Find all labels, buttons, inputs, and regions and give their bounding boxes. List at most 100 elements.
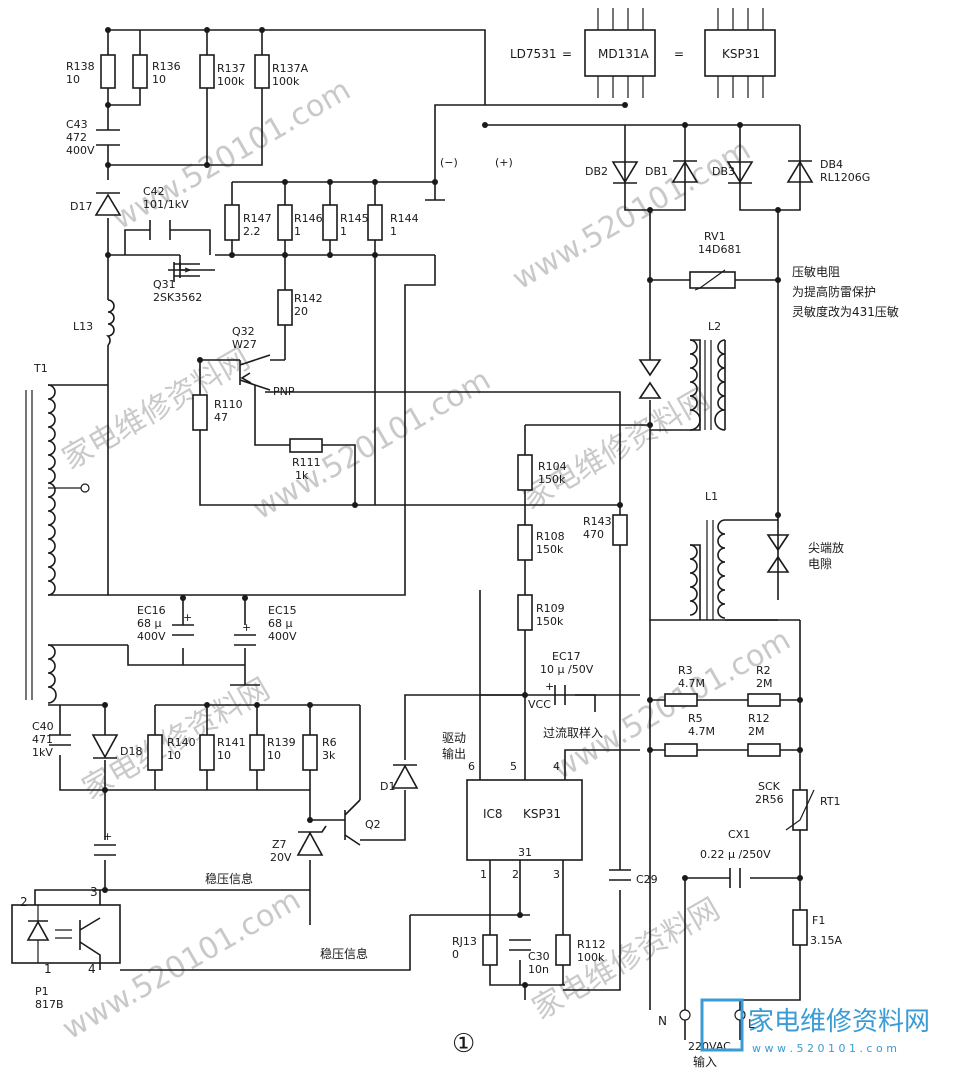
top-rail-to-plus [265,29,486,105]
ic-ground-bus [489,960,565,1000]
junction-dot [259,27,265,33]
opto-pin1: 1 [44,962,52,976]
r145-ref: R145 [340,212,369,225]
r2-value: 2M [756,677,773,690]
diode-d1 [391,764,419,789]
r143-value: 470 [583,528,604,541]
inductor-l13 [105,299,115,346]
rj13-value: 0 [452,948,459,961]
thermistor-rt1 [792,789,808,831]
chip-md131a-pins [597,8,644,98]
l1-core [706,520,714,620]
junction-dot [105,162,111,168]
r110-value: 47 [214,411,228,424]
r136-value: 10 [152,73,166,86]
junction-dot [105,27,111,33]
watermark-cn-3: 家电维修资料网 [517,382,716,517]
ic-equivalence-header: LD7531 = MD131A = KSP31 [510,8,776,98]
l1-winding-right [725,519,778,621]
transistors: Q31 2SK3562 Q32 W27 PNP Q2 [153,262,381,846]
mosfet-q31 [168,262,200,282]
r104-value: 150k [538,473,566,486]
junction-dot [307,702,313,708]
r138-ref: R138 [66,60,95,73]
transformer-t1-primary [47,384,56,596]
logo-mark [700,998,744,1052]
junction-dot [647,207,653,213]
c42-ref: C42 [143,185,165,198]
inductor-l1-left [689,544,698,616]
r111-value: 1k [295,469,309,482]
zener-z7 [296,825,327,856]
q31-source-bus [179,254,435,271]
f1-ref: F1 [812,914,825,927]
junction-dot [522,982,528,988]
r139-ref: R139 [267,736,296,749]
input-n-label: N [658,1014,667,1028]
ec17-ground-wire [575,694,596,712]
input-caption: 输入 [693,1054,717,1069]
r2-ref: R2 [756,664,771,677]
junction-dot [797,697,803,703]
t1-primary-return [107,255,436,596]
diodes: D17 D18 Z7 20V D1 DB2 DB1 DB3 DB4 RL1206… [70,158,870,864]
db1-ref: DB1 [645,165,668,178]
ec16-value1: 68 μ [137,617,162,630]
r104-ref: R104 [538,460,567,473]
rt1-value1: SCK [758,780,781,793]
junction-dot [197,357,203,363]
brand-logo: 家电维修资料网 w w w . 5 2 0 1 0 1 . c o m [700,998,930,1055]
resistor-r138 [100,54,116,89]
c42-value: 101/1kV [143,198,189,211]
resistor-r12 [747,743,781,757]
rv1-value: 14D681 [698,243,741,256]
overcurrent-label: 过流取样入 [543,725,603,740]
diode-d17 [94,192,122,216]
varistor-rv1 [689,271,736,289]
r3-value: 4.7M [678,677,705,690]
junction-dot [372,252,378,258]
equals-sign-2: = [674,47,684,61]
terminal-leads [684,1020,741,1040]
cx1-ref: CX1 [728,828,750,841]
junction-dot [622,102,628,108]
junction-dot [282,179,288,185]
r104-r109-chain [524,424,650,695]
r144-value: 1 [390,225,397,238]
ec17-value: 10 μ /50V [540,663,594,676]
junction-dot [229,252,235,258]
ec16-plus: + [183,611,192,624]
z7-value: 20V [270,851,292,864]
mosfet-q31-arrow [184,267,192,273]
r140-value: 10 [167,749,181,762]
c43-value1: 472 [66,131,87,144]
ic8-block: IC8 KSP31 6 5 4 31 1 2 3 [466,760,583,881]
q2-d1-wire [359,694,640,841]
r108-value: 150k [536,543,564,556]
drive-label-1: 驱动 [442,731,466,745]
r138-value: 10 [66,73,80,86]
l2-ref: L2 [708,320,721,333]
junction-dot [797,875,803,881]
c40-ref: C40 [32,720,54,733]
junction-dot [797,747,803,753]
junction-dot [180,595,186,601]
capacitor-c42 [149,220,171,240]
chip-ksp31-pins [717,8,764,98]
z7-ref: Z7 [272,838,287,851]
capacitor-c43 [96,129,120,146]
junction-dot [242,595,248,601]
ic8-pin3: 3 [553,868,560,881]
regulation-label-2: 稳压信息 [320,946,368,961]
varistor-rv1-slash [694,269,726,291]
r144-ref: R144 [390,212,419,225]
inductor-l1-right [717,519,726,619]
ec16-ec15-wire [127,598,246,685]
r147-r144-top-bus [231,181,435,205]
rt1-ref: RT1 [820,795,841,808]
r5-value: 4.7M [688,725,715,738]
r143-ref: R143 [583,515,612,528]
c40-value2: 1kV [32,746,53,759]
junction-dot [102,787,108,793]
junction-dot [682,875,688,881]
